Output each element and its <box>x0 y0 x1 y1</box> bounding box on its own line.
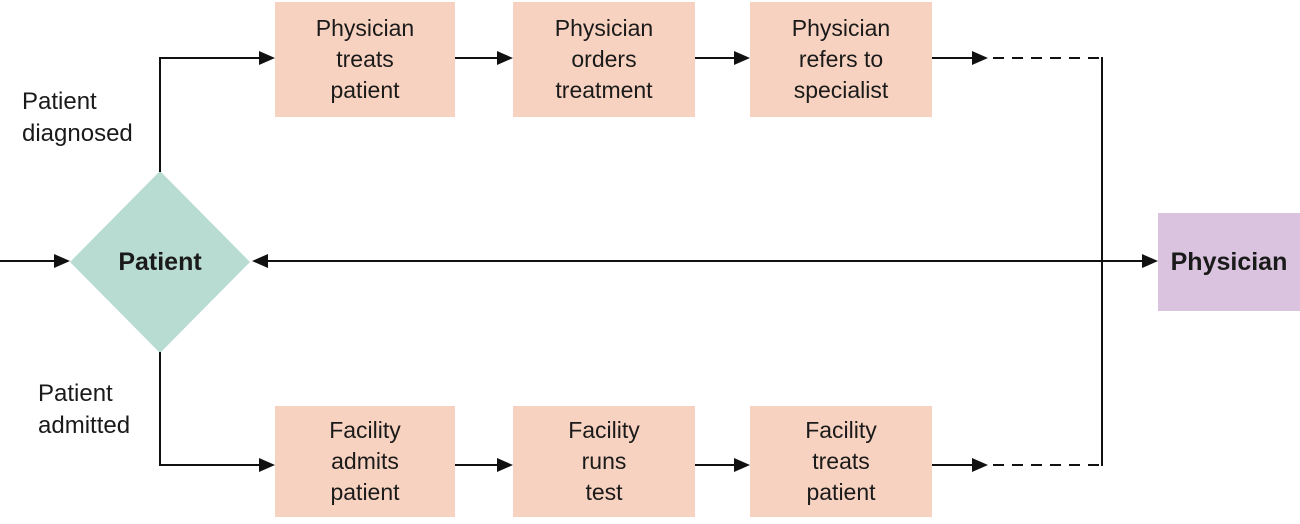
top-gap1-arrowhead-icon <box>497 51 513 65</box>
top-exit-arrowhead-icon <box>972 51 988 65</box>
top-branch-label: Patient diagnosed <box>22 88 133 147</box>
step-box-physician-treats-patient: Physician treats patient <box>275 2 455 117</box>
step-box-facility-runs-test: Facility runs test <box>513 406 695 517</box>
step-box-physician-refers-to-specialist: Physician refers to specialist <box>750 2 932 117</box>
top-exit-arrow-line <box>932 57 974 59</box>
bottom-exit-arrow-line <box>932 464 974 466</box>
bottom-branch-horizontal-line <box>159 464 260 466</box>
bottom-exit-arrowhead-icon <box>972 458 988 472</box>
physician-terminal-box: Physician <box>1158 213 1300 311</box>
bottom-gap2-arrowhead-icon <box>734 458 750 472</box>
entry-arrow-line <box>0 260 56 262</box>
right-vertical-connector-line <box>1101 57 1103 466</box>
bottom-branch-arrowhead-icon <box>259 458 275 472</box>
entry-arrowhead-right-icon <box>54 254 70 268</box>
top-exit-dashed-line <box>993 57 1101 59</box>
bottom-branch-label: Patient admitted <box>38 380 131 439</box>
bottom-gap2-arrow-line <box>695 464 736 466</box>
patient-diamond-label: Patient <box>118 247 202 276</box>
step-box-facility-treats-patient: Facility treats patient <box>750 406 932 517</box>
middle-arrow-line <box>266 260 1144 262</box>
step-box-facility-admits-patient: Facility admits patient <box>275 406 455 517</box>
physician-box-label: Physician <box>1170 247 1288 276</box>
bottom-exit-dashed-line <box>993 464 1101 466</box>
top-gap1-arrow-line <box>455 57 499 59</box>
patient-decision-diamond: Patient <box>70 171 250 353</box>
bottom-gap1-arrow-line <box>455 464 499 466</box>
bottom-gap1-arrowhead-icon <box>497 458 513 472</box>
top-branch-arrowhead-icon <box>259 51 275 65</box>
top-branch-vertical-line <box>159 57 161 172</box>
top-gap2-arrowhead-icon <box>734 51 750 65</box>
middle-arrowhead-right-icon <box>1142 254 1158 268</box>
top-branch-horizontal-line <box>159 57 260 59</box>
bottom-branch-vertical-line <box>159 352 161 466</box>
step-box-physician-orders-treatment: Physician orders treatment <box>513 2 695 117</box>
top-gap2-arrow-line <box>695 57 736 59</box>
